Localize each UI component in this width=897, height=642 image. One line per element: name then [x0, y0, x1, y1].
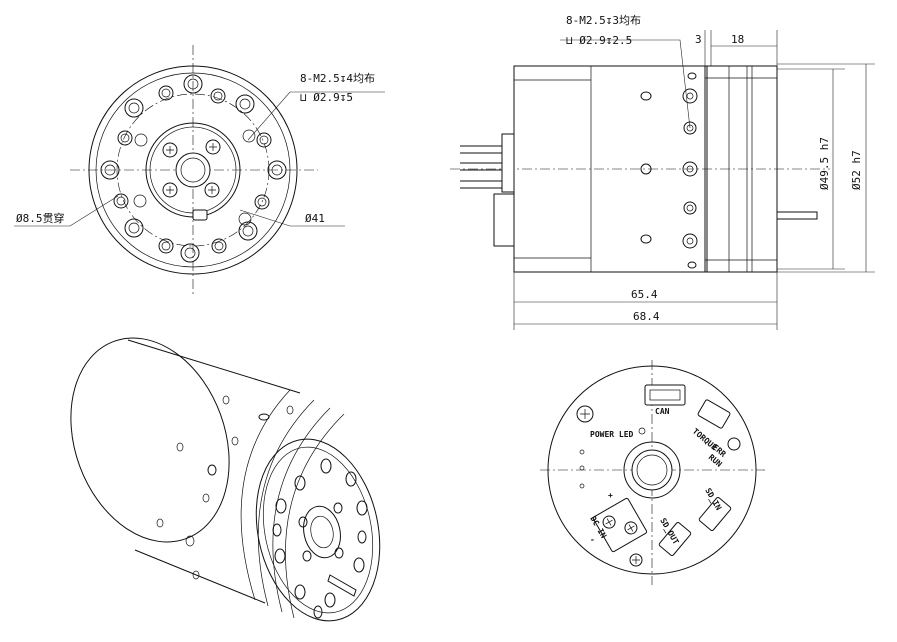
- side-thread-callout-1: 8-M2.5↧3均布: [566, 14, 641, 27]
- front-thread-callout-2: ⊔ Ø2.9↧5: [300, 91, 353, 104]
- dim-flange-gap: 3: [695, 33, 702, 46]
- bolt-circle-label: Ø41: [305, 212, 325, 225]
- power-led-label: POWER LED: [590, 430, 634, 439]
- dim-body-length: 65.4: [631, 288, 658, 301]
- front-view: 8-M2.5↧4均布 ⊔ Ø2.9↧5 Ø8.5贯穿 Ø41: [14, 45, 385, 295]
- side-thread-callout-2: ⊔ Ø2.9↧2.5: [566, 34, 632, 47]
- through-hole-leader: [14, 195, 119, 227]
- iso-holes: [156, 395, 368, 619]
- plus-sign: +: [608, 491, 613, 500]
- dim-outer-diameter: Ø52 h7: [850, 150, 863, 190]
- can-connector: [644, 384, 686, 406]
- rear-view: CAN POWER LED TORQUE ERR RUN DC IN + - S…: [540, 360, 765, 585]
- side-view: 8-M2.5↧3均布 ⊔ Ø2.9↧2.5 3 18 Ø49.5 h7 Ø52 …: [450, 14, 875, 330]
- shaft-pin: [776, 211, 818, 220]
- minus-sign: -: [590, 535, 595, 544]
- front-thread-callout-1: 8-M2.5↧4均布: [300, 72, 375, 85]
- pin-slot: [192, 209, 208, 221]
- inner-screws: [162, 139, 221, 198]
- bolt-circle-leader: [239, 209, 345, 227]
- torque-connector: [697, 399, 731, 429]
- dim-inner-diameter: Ø49.5 h7: [818, 137, 831, 190]
- side-dimensions: 8-M2.5↧3均布 ⊔ Ø2.9↧2.5 3 18 Ø49.5 h7 Ø52 …: [513, 14, 875, 330]
- can-label: CAN: [655, 407, 670, 416]
- front-thread-leader: [247, 91, 385, 141]
- through-hole-label: Ø8.5贯穿: [16, 211, 65, 225]
- bolt-ring-holes: [100, 74, 287, 263]
- isometric-view: [70, 337, 381, 622]
- sd-in-connector: [698, 497, 732, 531]
- iso-shaft-pin: [327, 574, 357, 597]
- side-holes: [640, 72, 698, 269]
- dc-in-terminal: [592, 497, 648, 553]
- cable-pins: [460, 133, 515, 247]
- sd-out-connector: [658, 522, 692, 556]
- dim-flange-width: 18: [731, 33, 744, 46]
- dim-total-length: 68.4: [633, 310, 660, 323]
